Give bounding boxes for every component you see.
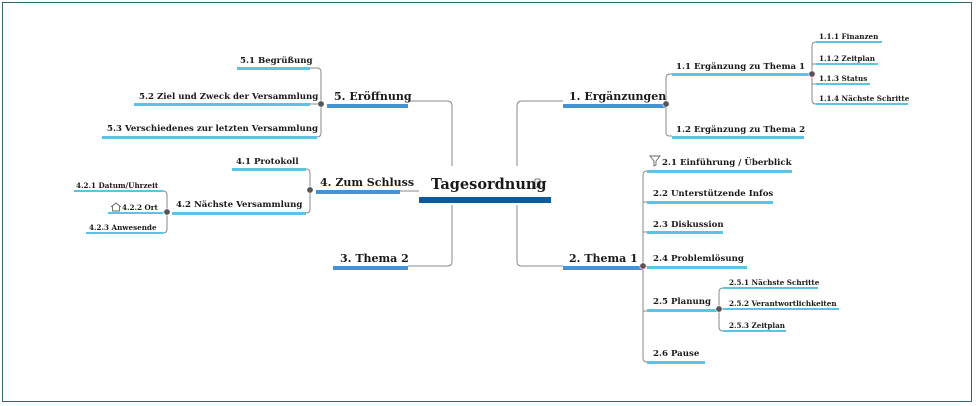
topic-4-bar [316, 190, 400, 194]
topic-5-label[interactable]: 5. Eröffnung [334, 90, 412, 103]
house-icon [110, 202, 122, 212]
topic-1-1-label[interactable]: 1.1 Ergänzung zu Thema 1 [676, 61, 805, 72]
topic-2-label[interactable]: 2. Thema 1 [569, 252, 638, 265]
topic-1-1-2-label[interactable]: 1.1.2 Zeitplan [819, 54, 876, 63]
topic-1-1-3-label[interactable]: 1.1.3 Status [819, 74, 867, 83]
topic-1-bar [563, 104, 666, 108]
topic-4-2-label[interactable]: 4.2 Nächste Versammlung [176, 199, 302, 210]
collapse-toggles [163, 70, 816, 313]
topic-1-2-label[interactable]: 1.2 Ergänzung zu Thema 2 [676, 124, 805, 135]
topic-2-1-label[interactable]: 2.1 Einführung / Überblick [662, 155, 793, 168]
topic-5-1-label[interactable]: 5.1 Begrüßung [240, 55, 313, 66]
topic-2-bar [563, 266, 643, 270]
topic-4-2-1-label[interactable]: 4.2.1 Datum/Uhrzeit [76, 181, 159, 190]
topic-2-6-label[interactable]: 2.6 Pause [653, 349, 700, 359]
topic-5-3-label[interactable]: 5.3 Verschiedenes zur letzten Versammlun… [107, 124, 318, 134]
topic-4-2-3-label[interactable]: 4.2.3 Anwesende [89, 223, 157, 232]
toggle-topic-4[interactable] [306, 186, 314, 194]
topic-bars [74, 41, 908, 364]
topic-4-label[interactable]: 4. Zum Schluss [320, 176, 414, 189]
toggle-topic-4-2[interactable] [163, 208, 171, 216]
root-label: Tagesordnung [431, 176, 547, 193]
topic-1-1-1-label[interactable]: 1.1.1 Finanzen [819, 32, 879, 41]
topic-3-label[interactable]: 3. Thema 2 [340, 252, 409, 265]
topic-1-1-4-label[interactable]: 1.1.4 Nächste Schritte [819, 94, 910, 103]
topic-1-label[interactable]: 1. Ergänzungen [569, 90, 666, 103]
toggle-topic-1-1[interactable] [808, 70, 816, 78]
topic-4-1-label[interactable]: 4.1 Protokoll [236, 157, 299, 167]
connectors [162, 41, 817, 363]
toggle-topic-2[interactable] [639, 262, 647, 270]
topic-4-2-2-label[interactable]: 4.2.2 Ort [122, 203, 159, 212]
topic-2-5-1-label[interactable]: 2.5.1 Nächste Schritte [729, 278, 820, 287]
labels: Tagesordnung 1. Ergänzungen 1.1 Ergänzun… [76, 32, 910, 359]
root-bar [419, 197, 551, 203]
topic-2-5-3-label[interactable]: 2.5.3 Zeitplan [729, 321, 786, 330]
toggle-topic-5[interactable] [317, 100, 325, 108]
topic-5-bar [327, 104, 408, 108]
topic-5-2-label[interactable]: 5.2 Ziel und Zweck der Versammlung [139, 92, 318, 102]
topic-2-5-2-label[interactable]: 2.5.2 Verantwortlichkeiten [729, 299, 837, 308]
topic-2-2-label[interactable]: 2.2 Unterstützende Infos [653, 188, 773, 199]
topic-3-bar [333, 266, 408, 270]
note-icon[interactable] [534, 178, 541, 188]
topic-2-3-label[interactable]: 2.3 Diskussion [653, 220, 724, 230]
toggle-topic-2-5[interactable] [715, 305, 723, 313]
toggle-topic-1[interactable] [662, 100, 670, 108]
topic-2-5-label[interactable]: 2.5 Planung [653, 297, 711, 307]
filter-icon [649, 155, 661, 167]
topic-2-4-label[interactable]: 2.4 Problemlösung [653, 253, 744, 264]
